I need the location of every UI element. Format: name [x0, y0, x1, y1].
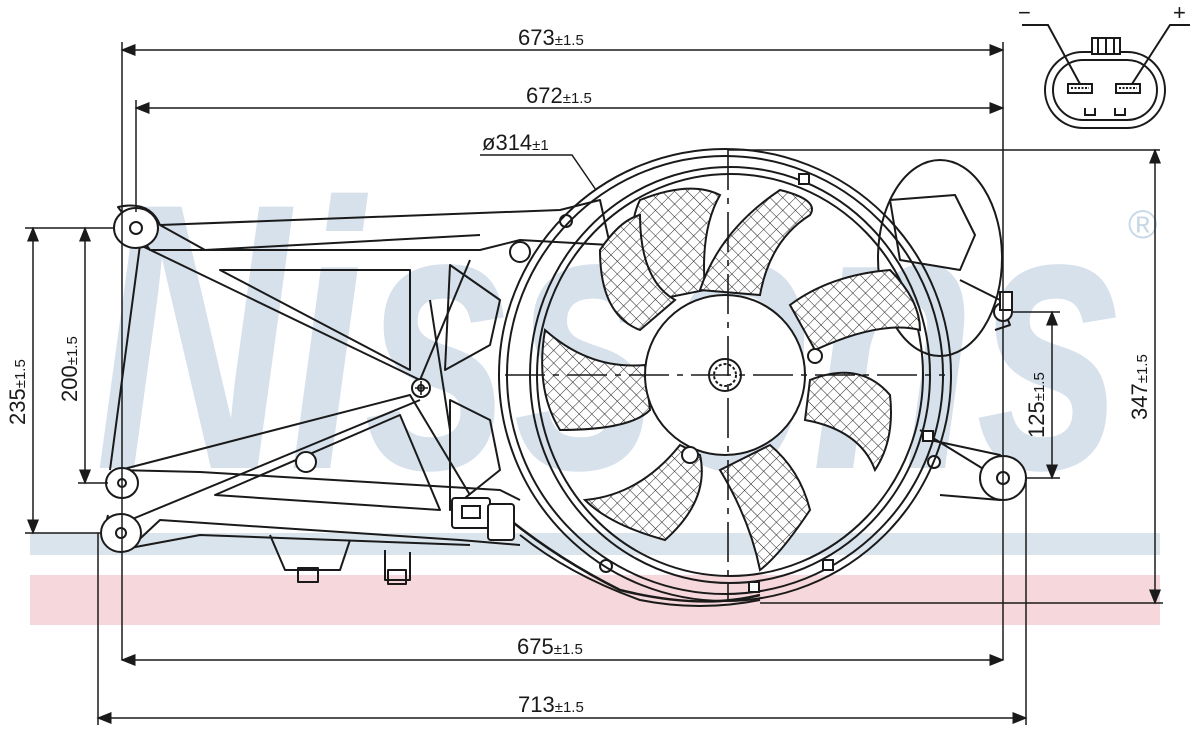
dimension-labels: 673±1.5 672±1.5 ø314±1 235±1.5 200±1.5 1…: [5, 25, 1152, 717]
fan-blades: [541, 187, 922, 572]
dim-675-label: 675±1.5: [517, 634, 583, 659]
connector-minus-label: −: [1018, 0, 1031, 25]
dim-diameter-label: ø314±1: [482, 130, 549, 155]
watermark-band-pink: [30, 575, 1160, 625]
dim-673-label: 673±1.5: [518, 25, 584, 50]
dim-713-label: 713±1.5: [518, 692, 584, 717]
frame-connector: [451, 497, 515, 541]
mounting-holes: [100, 207, 1027, 573]
center-lines: [415, 150, 945, 600]
dimension-lines: [25, 42, 1163, 725]
connector-plus-label: +: [1173, 0, 1186, 25]
dim-235-label: 235±1.5: [5, 359, 30, 425]
frame-outline: [117, 199, 611, 251]
plug-connector: [1022, 24, 1190, 129]
registered-mark: ®: [1128, 203, 1157, 247]
dim-125-label: 125±1.5: [1024, 372, 1049, 438]
dim-347-label: 347±1.5: [1127, 354, 1152, 420]
dim-672-label: 672±1.5: [526, 83, 592, 108]
dim-200-label: 200±1.5: [57, 336, 82, 402]
